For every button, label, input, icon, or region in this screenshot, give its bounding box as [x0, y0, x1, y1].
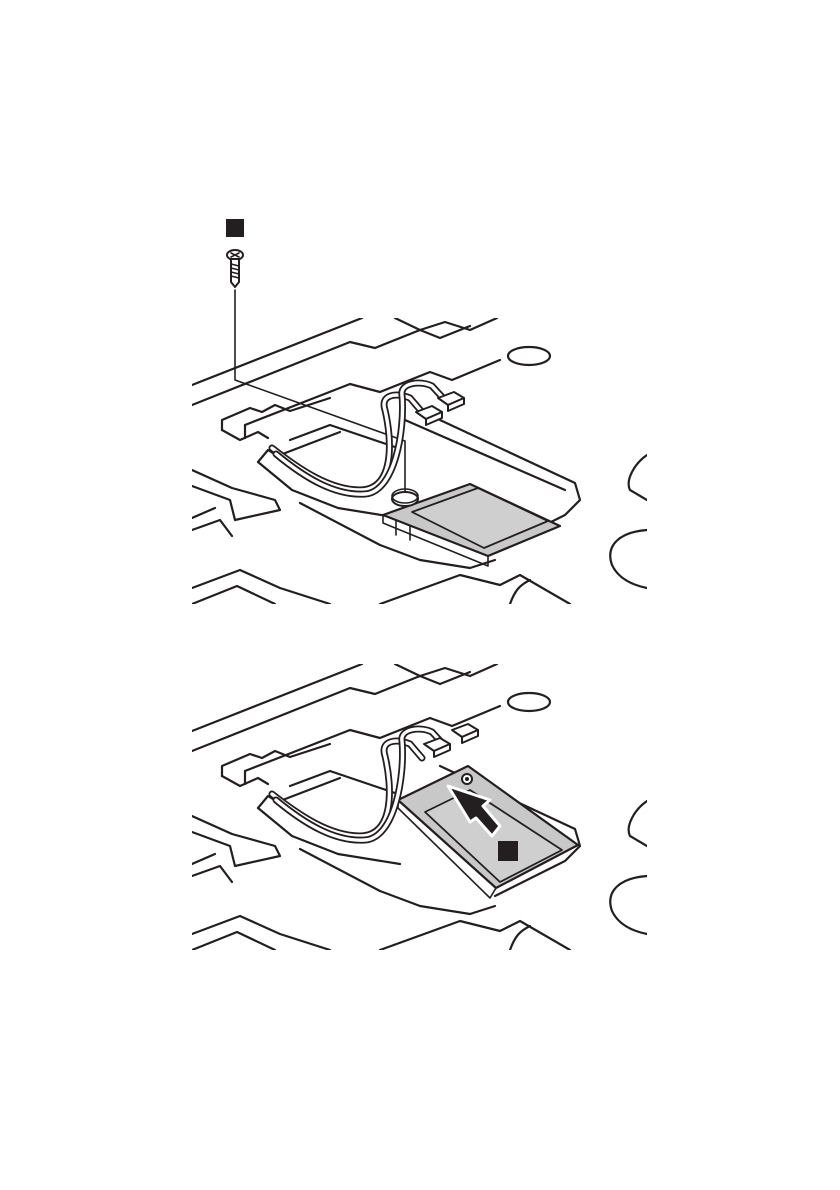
- screw-post: [392, 489, 418, 506]
- chassis-top: [192, 318, 647, 604]
- antenna-cables-lower: [272, 729, 443, 840]
- screw-icon: [227, 250, 243, 287]
- chassis-bottom: [192, 664, 647, 950]
- antenna-connector-aux-lower: [452, 724, 478, 743]
- panel-remove-screw: [192, 219, 647, 604]
- antenna-connector-main-lower: [424, 738, 450, 757]
- step-marker-2: [498, 841, 518, 861]
- panel-remove-card: [192, 664, 647, 950]
- step-marker-1: [226, 219, 244, 237]
- antenna-cables: [272, 383, 443, 494]
